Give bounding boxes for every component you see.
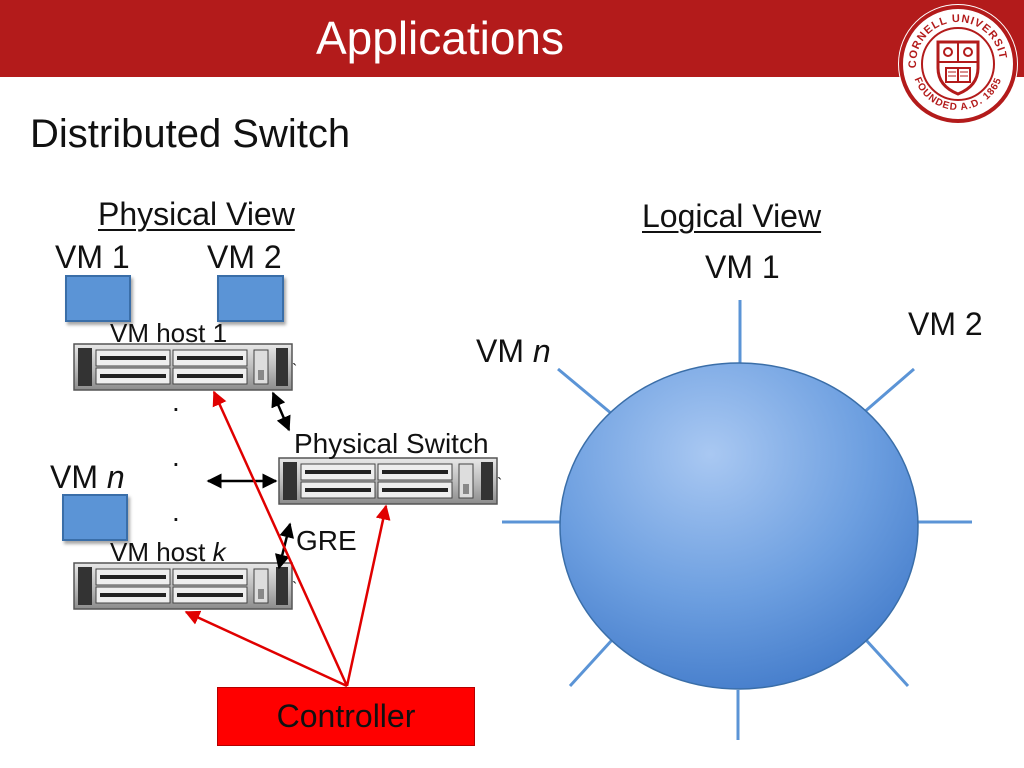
vm-host-k-server (73, 562, 293, 610)
vm1-label: VM 1 (55, 239, 130, 275)
logical-vm-n-label: VM n (476, 333, 551, 369)
tick-mark-hostk: ` (292, 580, 298, 597)
vm2-label: VM 2 (207, 239, 282, 275)
controller-box: Controller (217, 687, 475, 746)
vm-host-1-server (73, 343, 293, 391)
vm-host-k-label: VM host k (110, 537, 226, 567)
ellipsis-dot-1: . (172, 386, 180, 417)
slide-title: Applications (315, 12, 565, 64)
physical-switch-label: Physical Switch (294, 428, 489, 459)
physical-view-heading: Physical View (98, 196, 295, 232)
vm-host-1-label: VM host 1 (110, 318, 228, 348)
control-arrow-host1 (212, 390, 349, 687)
slide-subtitle: Distributed Switch (30, 112, 351, 156)
vm-n-label: VM n (50, 459, 125, 495)
ellipsis-dot-3: . (172, 496, 180, 527)
logical-view-heading: Logical View (642, 198, 822, 234)
cornell-logo: CORNELL UNIVERSITY FOUNDED A.D. 1865 (896, 2, 1018, 124)
control-arrow-hostk (184, 610, 348, 688)
vm1-box (65, 275, 131, 322)
logical-switch-sphere (559, 362, 919, 690)
physical-switch-server (278, 457, 498, 505)
logical-vm1-label: VM 1 (705, 249, 780, 285)
tick-mark-host1: ` (292, 362, 298, 379)
logical-switch-spokes (502, 300, 972, 740)
vm2-box (217, 275, 284, 322)
logical-vm2-label: VM 2 (908, 306, 983, 342)
ellipsis-dot-2: . (172, 441, 180, 472)
control-arrow-switch (345, 504, 391, 687)
tick-mark-switch: ` (497, 476, 503, 493)
gre-label: GRE (296, 525, 357, 556)
arrow-host1-switch (271, 391, 291, 432)
vm-n-box (62, 494, 128, 541)
title-bar (0, 0, 1024, 77)
